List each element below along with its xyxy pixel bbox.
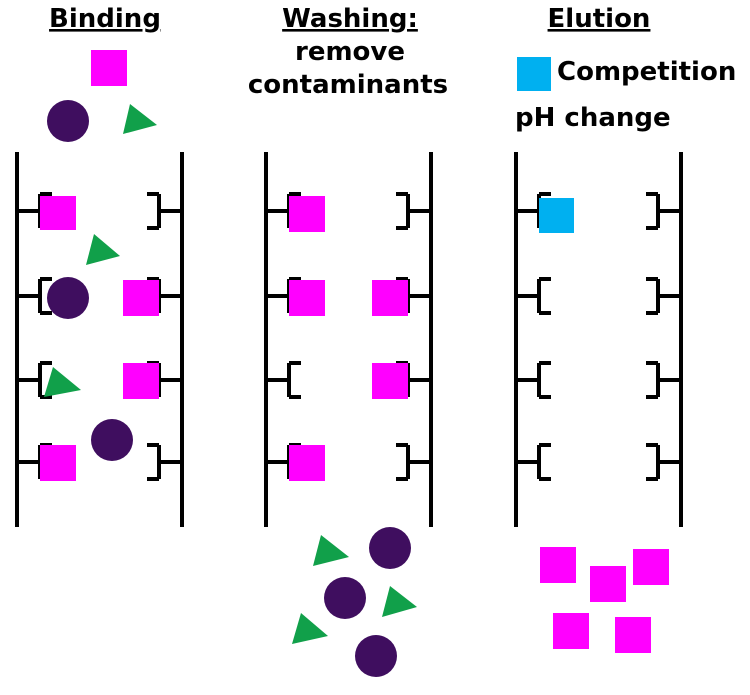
bound-competitor-square [539,198,574,233]
washing-subtitle-line1: remove [295,37,405,67]
bound-target-square [123,280,159,316]
contaminant-circle [91,419,133,461]
washing-subtitle-line2: contaminants [248,70,448,100]
contaminant-triangle [86,234,120,265]
bound-target-square [123,363,159,399]
competition-square-icon [517,57,551,91]
elution-column [514,152,683,527]
binding-title: Binding [49,4,161,34]
contaminant-circle [324,577,366,619]
washing-title: Washing: [282,4,418,34]
bound-target-square [40,445,76,481]
bound-target-square [289,445,325,481]
contaminant-triangle [123,104,157,134]
contaminant-circle [47,277,89,319]
target-square [91,50,127,86]
contaminant-circle [355,635,397,677]
bound-target-square [40,196,76,230]
bound-target-square [289,280,325,316]
eluted-target-square [553,613,589,649]
eluted-target-square [615,617,651,653]
competition-label: Competition [557,57,736,87]
contaminant-triangle [382,586,417,617]
bound-target-square [372,363,408,399]
eluted-target-square [633,549,669,585]
bound-target-square [289,196,325,232]
contaminant-circle [369,527,411,569]
ph-change-label: pH change [515,103,671,133]
contaminant-triangle [292,613,328,644]
eluted-target-square [540,547,576,583]
bound-target-square [372,280,408,316]
contaminant-triangle [44,367,81,397]
elution-title: Elution [548,4,651,34]
contaminant-circle [47,100,89,142]
eluted-target-square [590,566,626,602]
washing-column [264,152,433,527]
contaminant-triangle [313,535,349,566]
